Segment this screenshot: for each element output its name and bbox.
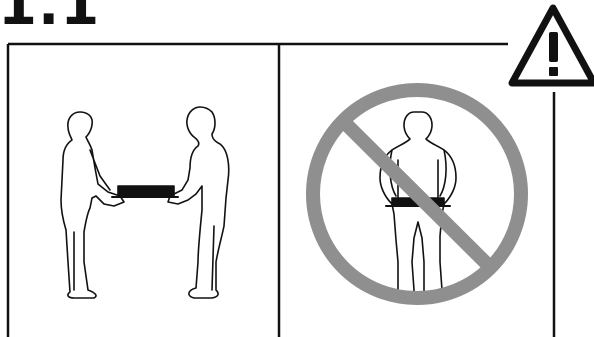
person-right: [168, 107, 229, 298]
person-left: [61, 112, 124, 298]
prohibition-sign-icon: [313, 90, 521, 298]
warning-triangle-icon: [512, 8, 594, 83]
device-box: [118, 186, 174, 196]
panel-frame: [8, 44, 554, 337]
two-people-carrying-device-icon: [61, 107, 229, 298]
